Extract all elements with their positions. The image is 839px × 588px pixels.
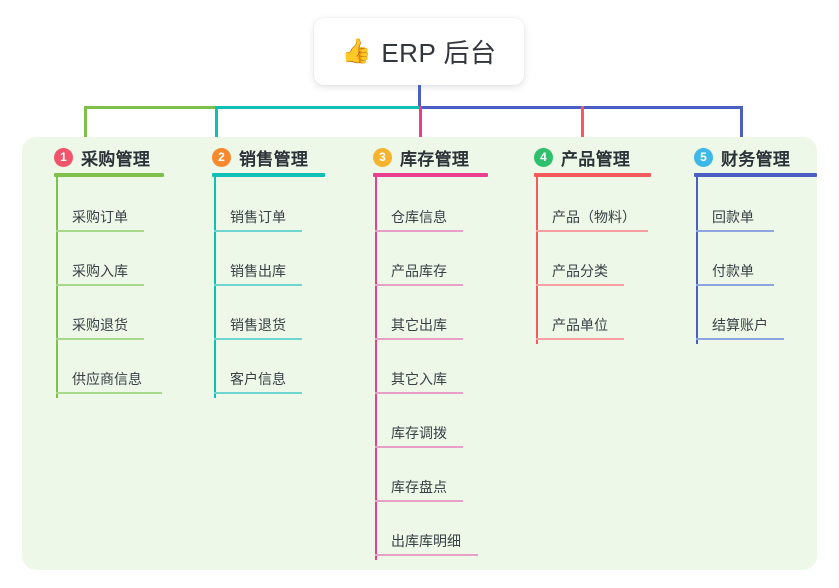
module-spine [375, 175, 377, 560]
module-item-label: 产品库存 [391, 263, 447, 279]
module-item-label: 产品分类 [552, 263, 608, 279]
module-header-inventory[interactable]: 3 库存管理 [373, 145, 469, 170]
module-item-rule [696, 338, 784, 340]
module-item-rule [56, 230, 144, 232]
module-header-purchase[interactable]: 1 采购管理 [54, 145, 150, 170]
root-node-card[interactable]: 👍 ERP 后台 [314, 18, 524, 85]
module-header-rule [212, 173, 325, 177]
module-item-rule [536, 230, 648, 232]
module-title: 产品管理 [561, 150, 631, 169]
module-spine [696, 175, 698, 344]
module-column-inventory: 3 库存管理仓库信息产品库存其它出库其它入库库存调拨库存盘点出库库明细 [357, 137, 522, 570]
module-item-rule [375, 230, 463, 232]
connector-bus-teal [215, 106, 419, 109]
module-item-rule [536, 338, 624, 340]
module-header-finance[interactable]: 5 财务管理 [694, 145, 790, 170]
module-column-purchase: 1 采购管理采购订单采购入库采购退货供应商信息 [38, 137, 198, 570]
module-item-rule [375, 500, 463, 502]
module-item-rule [214, 338, 302, 340]
connector-bus-green [84, 106, 215, 109]
connector-root-stem [418, 85, 421, 108]
module-header-rule [373, 173, 488, 177]
module-item-rule [375, 284, 463, 286]
module-spine [214, 175, 216, 398]
module-number-badge: 1 [54, 148, 73, 167]
module-item-label: 销售订单 [230, 209, 286, 225]
module-header-rule [534, 173, 651, 177]
module-item-rule [375, 338, 463, 340]
module-item-rule [375, 554, 478, 556]
module-item-rule [375, 392, 463, 394]
module-item-label: 付款单 [712, 263, 754, 279]
module-item-rule [56, 338, 144, 340]
module-number-badge: 2 [212, 148, 231, 167]
module-column-finance: 5 财务管理回款单付款单结算账户 [678, 137, 818, 570]
module-item-rule [56, 284, 144, 286]
module-item-label: 库存调拨 [391, 425, 447, 441]
connector-bus-blue [419, 106, 741, 109]
modules-panel: 1 采购管理采购订单采购入库采购退货供应商信息 2 销售管理销售订单销售出库销售退货客… [22, 137, 817, 570]
module-number-badge: 5 [694, 148, 713, 167]
module-item-rule [696, 230, 774, 232]
module-title: 采购管理 [81, 150, 151, 169]
thumbs-up-icon: 👍 [341, 37, 372, 65]
module-item-label: 结算账户 [712, 317, 768, 333]
module-header-sales[interactable]: 2 销售管理 [212, 145, 308, 170]
module-item-label: 其它入库 [391, 371, 447, 387]
module-item-label: 其它出库 [391, 317, 447, 333]
module-title: 库存管理 [400, 150, 470, 169]
module-item-rule [214, 230, 302, 232]
module-item-label: 供应商信息 [72, 371, 142, 387]
module-column-sales: 2 销售管理销售订单销售出库销售退货客户信息 [196, 137, 356, 570]
module-item-label: 采购入库 [72, 263, 128, 279]
module-number-badge: 4 [534, 148, 553, 167]
module-item-label: 客户信息 [230, 371, 286, 387]
module-item-rule [536, 284, 624, 286]
module-header-rule [54, 173, 164, 177]
module-item-label: 库存盘点 [391, 479, 447, 495]
module-header-rule [694, 173, 817, 177]
module-item-rule [375, 446, 463, 448]
module-item-label: 采购退货 [72, 317, 128, 333]
module-spine [56, 175, 58, 398]
module-number-badge: 3 [373, 148, 392, 167]
module-item-label: 产品（物料） [552, 209, 636, 225]
module-item-rule [696, 284, 774, 286]
module-item-label: 出库库明细 [391, 533, 461, 549]
module-item-rule [214, 392, 302, 394]
root-node-title: ERP 后台 [381, 38, 497, 68]
module-item-label: 产品单位 [552, 317, 608, 333]
module-title: 财务管理 [721, 150, 791, 169]
module-header-product[interactable]: 4 产品管理 [534, 145, 630, 170]
module-item-label: 销售出库 [230, 263, 286, 279]
module-item-label: 采购订单 [72, 209, 128, 225]
module-item-rule [56, 392, 162, 394]
root-node-content: 👍 ERP 后台 [341, 33, 496, 70]
module-column-product: 4 产品管理产品（物料） 产品分类产品单位 [518, 137, 683, 570]
module-title: 销售管理 [239, 150, 309, 169]
module-spine [536, 175, 538, 344]
module-item-label: 回款单 [712, 209, 754, 225]
module-item-label: 仓库信息 [391, 209, 447, 225]
module-item-label: 销售退货 [230, 317, 286, 333]
module-item-rule [214, 284, 302, 286]
